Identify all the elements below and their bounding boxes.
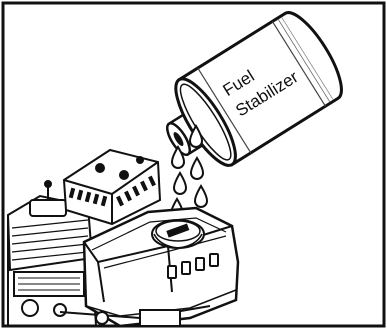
fuel-drop [174, 173, 186, 194]
fuel-cap [152, 220, 204, 248]
engine-fuel-tank [84, 208, 238, 326]
fuel-drop [195, 186, 207, 207]
fuel-drop [191, 158, 203, 179]
engine [8, 150, 238, 326]
